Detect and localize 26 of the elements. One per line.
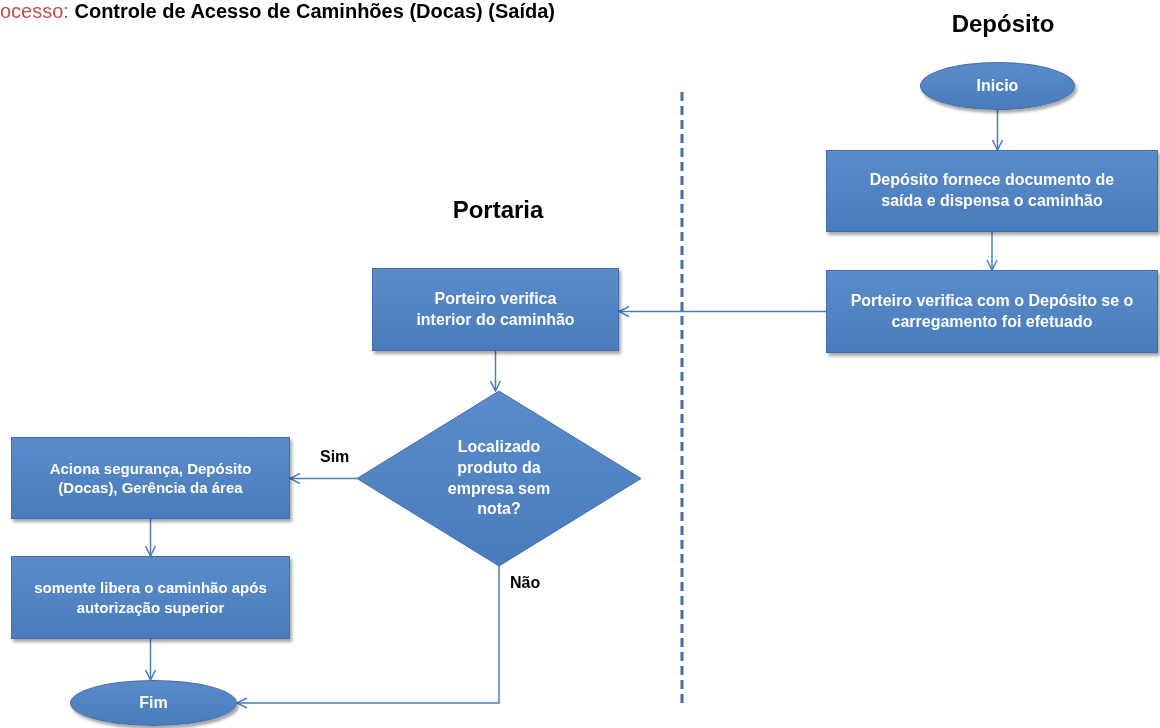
arrow (618, 305, 827, 318)
lane-heading: Portaria (452, 196, 544, 224)
process-box (372, 268, 619, 351)
node-text: Inicio (976, 75, 1019, 96)
arrow (289, 472, 358, 485)
process-box (11, 556, 290, 639)
decision-diamond (357, 391, 641, 566)
arrow (489, 350, 502, 392)
node-text: Porteiro verifica com o Depósito se o carregamento foi efetuado (849, 290, 1135, 332)
process-box (826, 270, 1158, 353)
node-text: Depósito fornece documento de saída e dispensa o caminhão (868, 170, 1116, 211)
arrow (144, 518, 157, 557)
node-text: somente libera o caminhão após autorização superior (34, 578, 267, 617)
arrow (144, 638, 157, 681)
arrow (986, 231, 998, 271)
process-box (826, 150, 1158, 232)
node-text: Porteiro verifica interior do caminhão (415, 288, 576, 330)
arrow (236, 565, 500, 709)
lane-heading: Depósito (951, 10, 1055, 38)
start-ellipse (920, 62, 1075, 110)
arrow (991, 109, 1004, 151)
node-text: Localizado produto da empresa sem nota? (446, 436, 552, 520)
diagram-title: ocesso: Controle de Acesso de Caminhões (Docas) (Saída) (0, 0, 555, 23)
process-box (11, 437, 290, 519)
node-text: Aciona segurança, Depósito (Docas), Gerência da área (48, 458, 253, 498)
node-text: Fim (139, 692, 168, 713)
